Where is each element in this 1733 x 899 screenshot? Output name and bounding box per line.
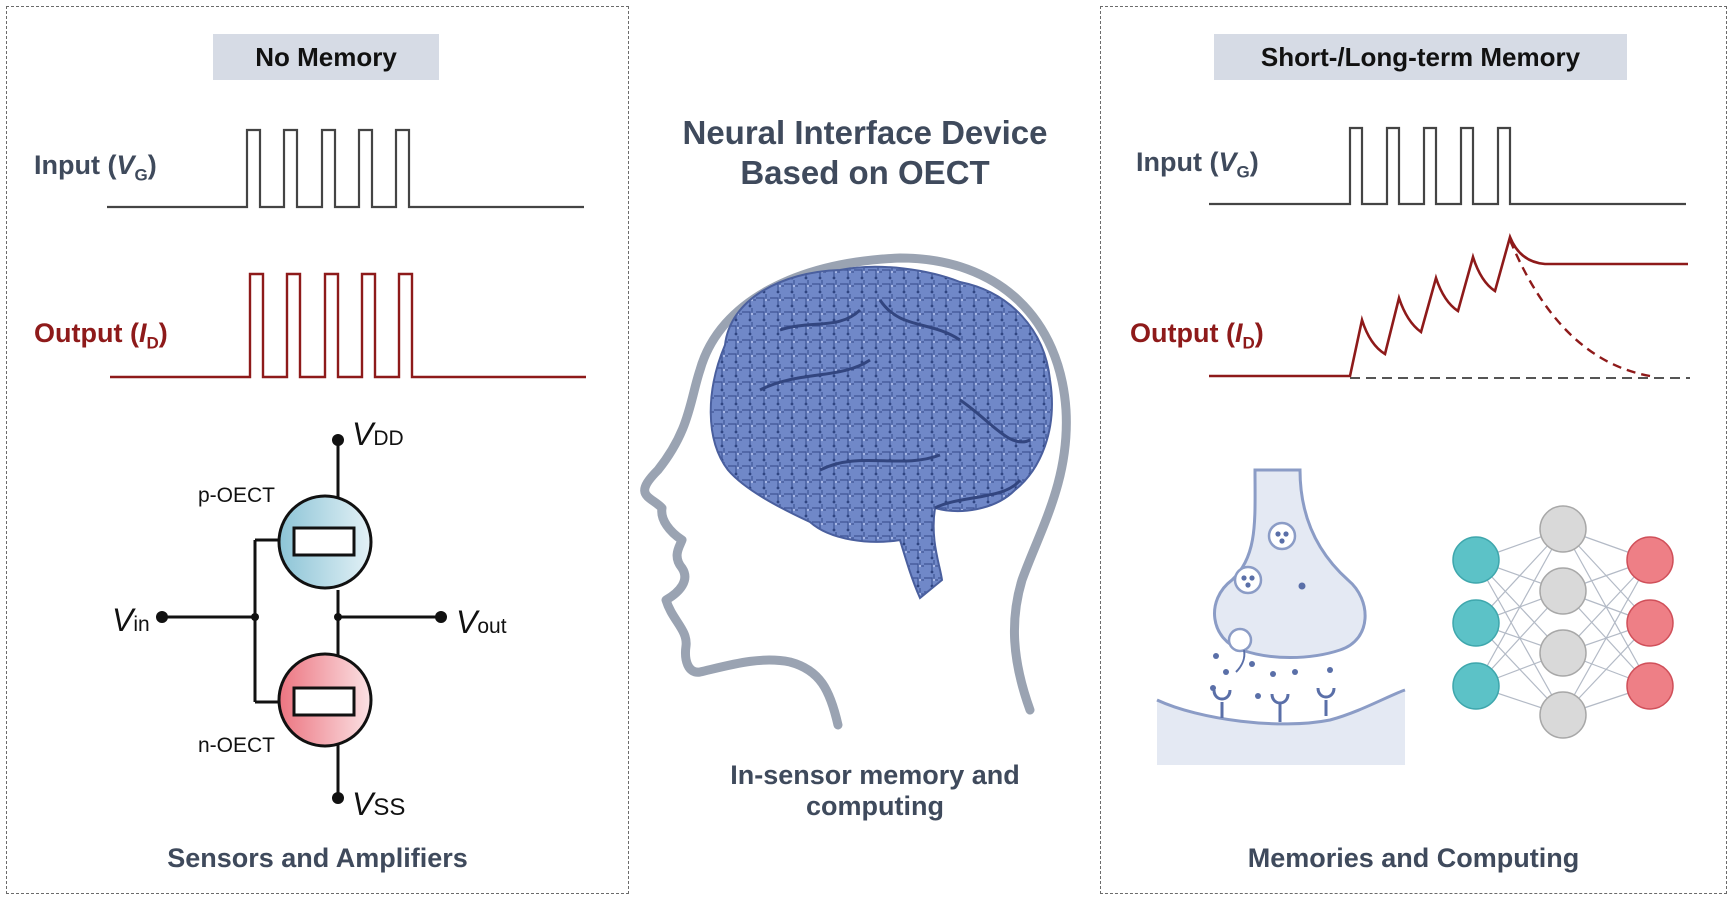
right-caption: Memories and Computing xyxy=(1247,843,1580,873)
neural-network-icon xyxy=(1452,505,1674,739)
output-node xyxy=(1626,536,1674,584)
vss-label: VSS xyxy=(352,786,406,822)
vdd-terminal xyxy=(332,434,344,446)
center-title: Neural Interface Device Based on OECT xyxy=(640,113,1090,193)
vdd-label: VDD xyxy=(352,416,404,452)
hidden-node xyxy=(1539,629,1587,677)
inverter-circuit xyxy=(162,440,441,798)
right-input-waveform xyxy=(1209,126,1686,206)
vin-terminal xyxy=(156,611,168,623)
hidden-node xyxy=(1539,505,1587,553)
input-node xyxy=(1452,536,1500,584)
left-panel xyxy=(6,6,629,894)
network-link xyxy=(1475,528,1564,687)
center-title-line2: Based on OECT xyxy=(740,154,990,191)
no-memory-badge: No Memory xyxy=(213,34,439,80)
synapse-icon xyxy=(1156,468,1406,765)
right-input-label: Input (VG) xyxy=(1136,147,1259,182)
vin-label: Vin xyxy=(112,602,150,638)
junction-dot xyxy=(251,613,259,621)
head-outline-icon xyxy=(640,253,1071,730)
left-input-label: Input (VG) xyxy=(34,150,157,185)
network-link xyxy=(1562,559,1651,716)
hidden-node xyxy=(1539,567,1587,615)
brain-icon xyxy=(709,265,1053,600)
n-oect-label: n-OECT xyxy=(198,734,276,757)
right-panel xyxy=(1100,6,1727,894)
right-output-label: Output (ID) xyxy=(1130,318,1264,353)
input-node xyxy=(1452,599,1500,647)
vout-label: Vout xyxy=(456,604,507,640)
center-caption: In-sensor memory and computing xyxy=(690,760,1060,822)
left-output-label: Output (ID) xyxy=(34,318,168,353)
right-output-decay xyxy=(1508,239,1651,378)
hidden-node xyxy=(1539,691,1587,739)
left-input-waveform xyxy=(107,128,584,209)
n-oect-channel xyxy=(292,686,356,717)
p-oect-label: p-OECT xyxy=(198,484,276,507)
left-output-waveform xyxy=(110,272,586,379)
right-output-waveform xyxy=(1209,232,1688,378)
center-title-line1: Neural Interface Device xyxy=(682,114,1048,151)
p-oect-channel xyxy=(292,526,356,557)
input-node xyxy=(1452,662,1500,710)
left-caption: Sensors and Amplifiers xyxy=(167,843,468,873)
memory-badge: Short-/Long-term Memory xyxy=(1214,34,1627,80)
vout-terminal xyxy=(435,611,447,623)
center-caption-line1: In-sensor memory and xyxy=(730,760,1020,790)
output-node xyxy=(1626,599,1674,647)
vss-terminal xyxy=(332,792,344,804)
output-node xyxy=(1626,662,1674,710)
junction-dot xyxy=(334,613,342,621)
center-caption-line2: computing xyxy=(806,791,944,821)
